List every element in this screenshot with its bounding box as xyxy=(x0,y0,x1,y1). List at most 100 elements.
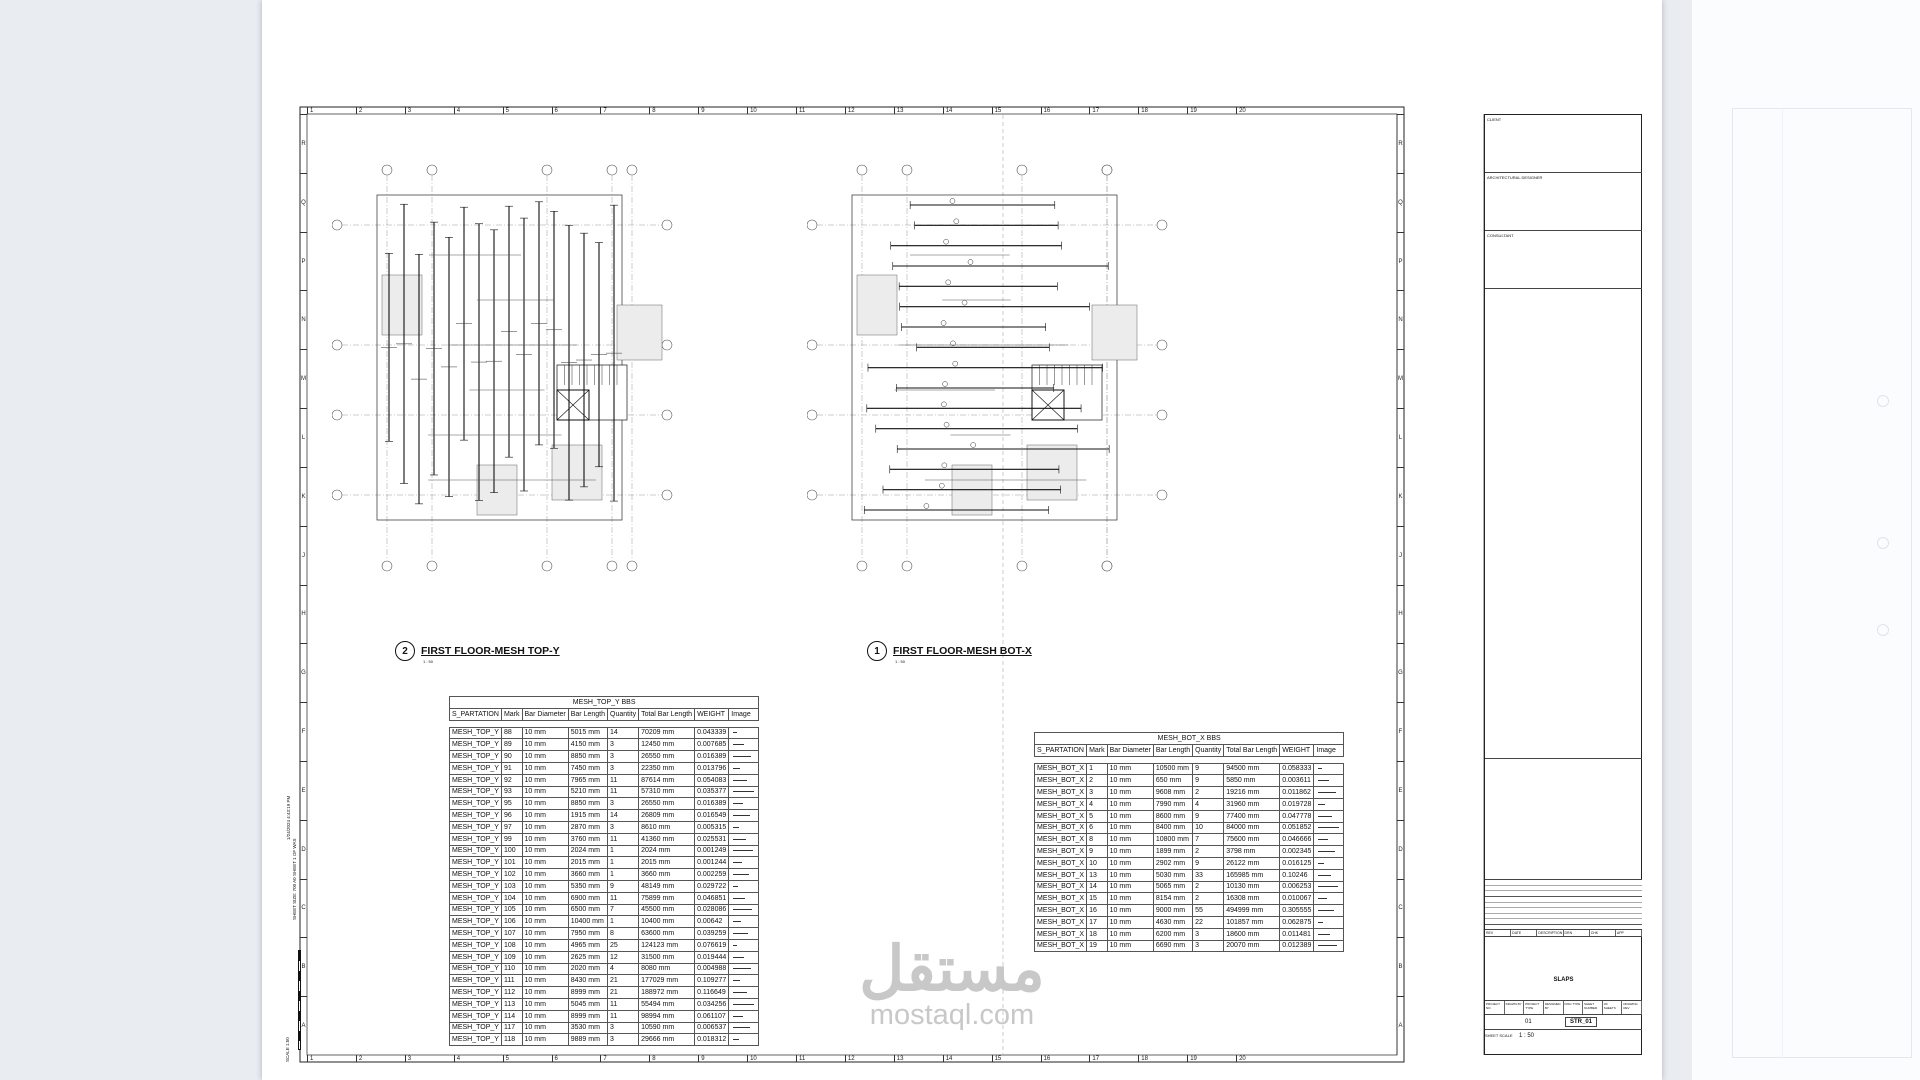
column-header[interactable]: Bar Diameter xyxy=(521,707,569,721)
table-cell: 10 mm xyxy=(1106,809,1154,823)
table-cell: 494999 mm xyxy=(1223,904,1281,917)
column-header[interactable]: Bar Length xyxy=(567,707,609,721)
sheet-number[interactable]: STR_01 xyxy=(1565,1017,1598,1027)
stair-core xyxy=(1031,364,1103,421)
column-header[interactable]: Total Bar Length xyxy=(1223,743,1281,757)
table-cell: 97 xyxy=(500,820,523,834)
grid-bubble xyxy=(1156,489,1168,501)
grid-column-ref: 13 xyxy=(893,107,943,114)
bar-shape-image xyxy=(1313,927,1345,941)
consultant-field: CONSULTANT xyxy=(1485,231,1642,289)
column-header[interactable]: Mark xyxy=(1086,743,1108,757)
plan-title-text[interactable]: FIRST FLOOR-MESH TOP-Y xyxy=(421,645,560,657)
table-cell: 1 xyxy=(606,868,640,881)
bar-shape-line xyxy=(733,803,744,805)
column-header[interactable]: Image xyxy=(728,707,760,721)
bar-shape-image xyxy=(1313,821,1345,835)
column-header[interactable]: Quantity xyxy=(606,707,640,721)
table-cell: 10 mm xyxy=(521,891,569,905)
hatched-zone xyxy=(1026,444,1078,501)
column-header[interactable]: WEIGHT xyxy=(1279,743,1315,757)
plan-mesh-top-y[interactable] xyxy=(332,160,682,630)
column-header[interactable]: WEIGHT xyxy=(694,707,730,721)
table-cell: MESH_TOP_Y xyxy=(449,950,502,964)
bar-mark-tag xyxy=(941,462,948,469)
table-cell: 8600 mm xyxy=(1152,809,1194,823)
title-block-header: DATE xyxy=(1511,930,1538,936)
bar-shape-image xyxy=(728,797,760,811)
table-cell: 11 xyxy=(606,891,640,905)
plan-number: 2 xyxy=(395,641,415,661)
next-sheet-preview[interactable] xyxy=(1692,0,1920,1080)
bar-shape-image xyxy=(728,832,760,846)
column-header[interactable]: Image xyxy=(1313,743,1345,757)
table-cell: 99 xyxy=(500,832,523,846)
column-header[interactable]: Bar Length xyxy=(1152,743,1194,757)
bar-shape-line xyxy=(1318,851,1336,853)
column-header[interactable]: Mark xyxy=(500,707,523,721)
column-header[interactable]: Total Bar Length xyxy=(638,707,696,721)
table-cell: 10 mm xyxy=(521,938,569,952)
column-header[interactable]: Bar Diameter xyxy=(1106,743,1154,757)
title-block-header: APP xyxy=(1616,930,1643,936)
column-header[interactable]: S_PARTATION xyxy=(1033,743,1088,757)
plan-mesh-bot-x[interactable] xyxy=(807,160,1177,630)
table-cell: 101857 mm xyxy=(1223,915,1281,929)
grid-column-ref: 14 xyxy=(942,1055,992,1062)
title-block-header: DRN xyxy=(1564,930,1590,936)
hatched-zone xyxy=(1091,304,1138,361)
column-header[interactable]: Quantity xyxy=(1192,743,1225,757)
bar-shape-image xyxy=(1313,892,1345,906)
table-cell: 3 xyxy=(1192,927,1225,941)
table-cell: 0.046666 xyxy=(1279,833,1315,847)
column-header[interactable]: S_PARTATION xyxy=(449,707,502,721)
bar-mark-tag xyxy=(953,218,960,225)
plan-title-text[interactable]: FIRST FLOOR-MESH BOT-X xyxy=(893,645,1032,657)
